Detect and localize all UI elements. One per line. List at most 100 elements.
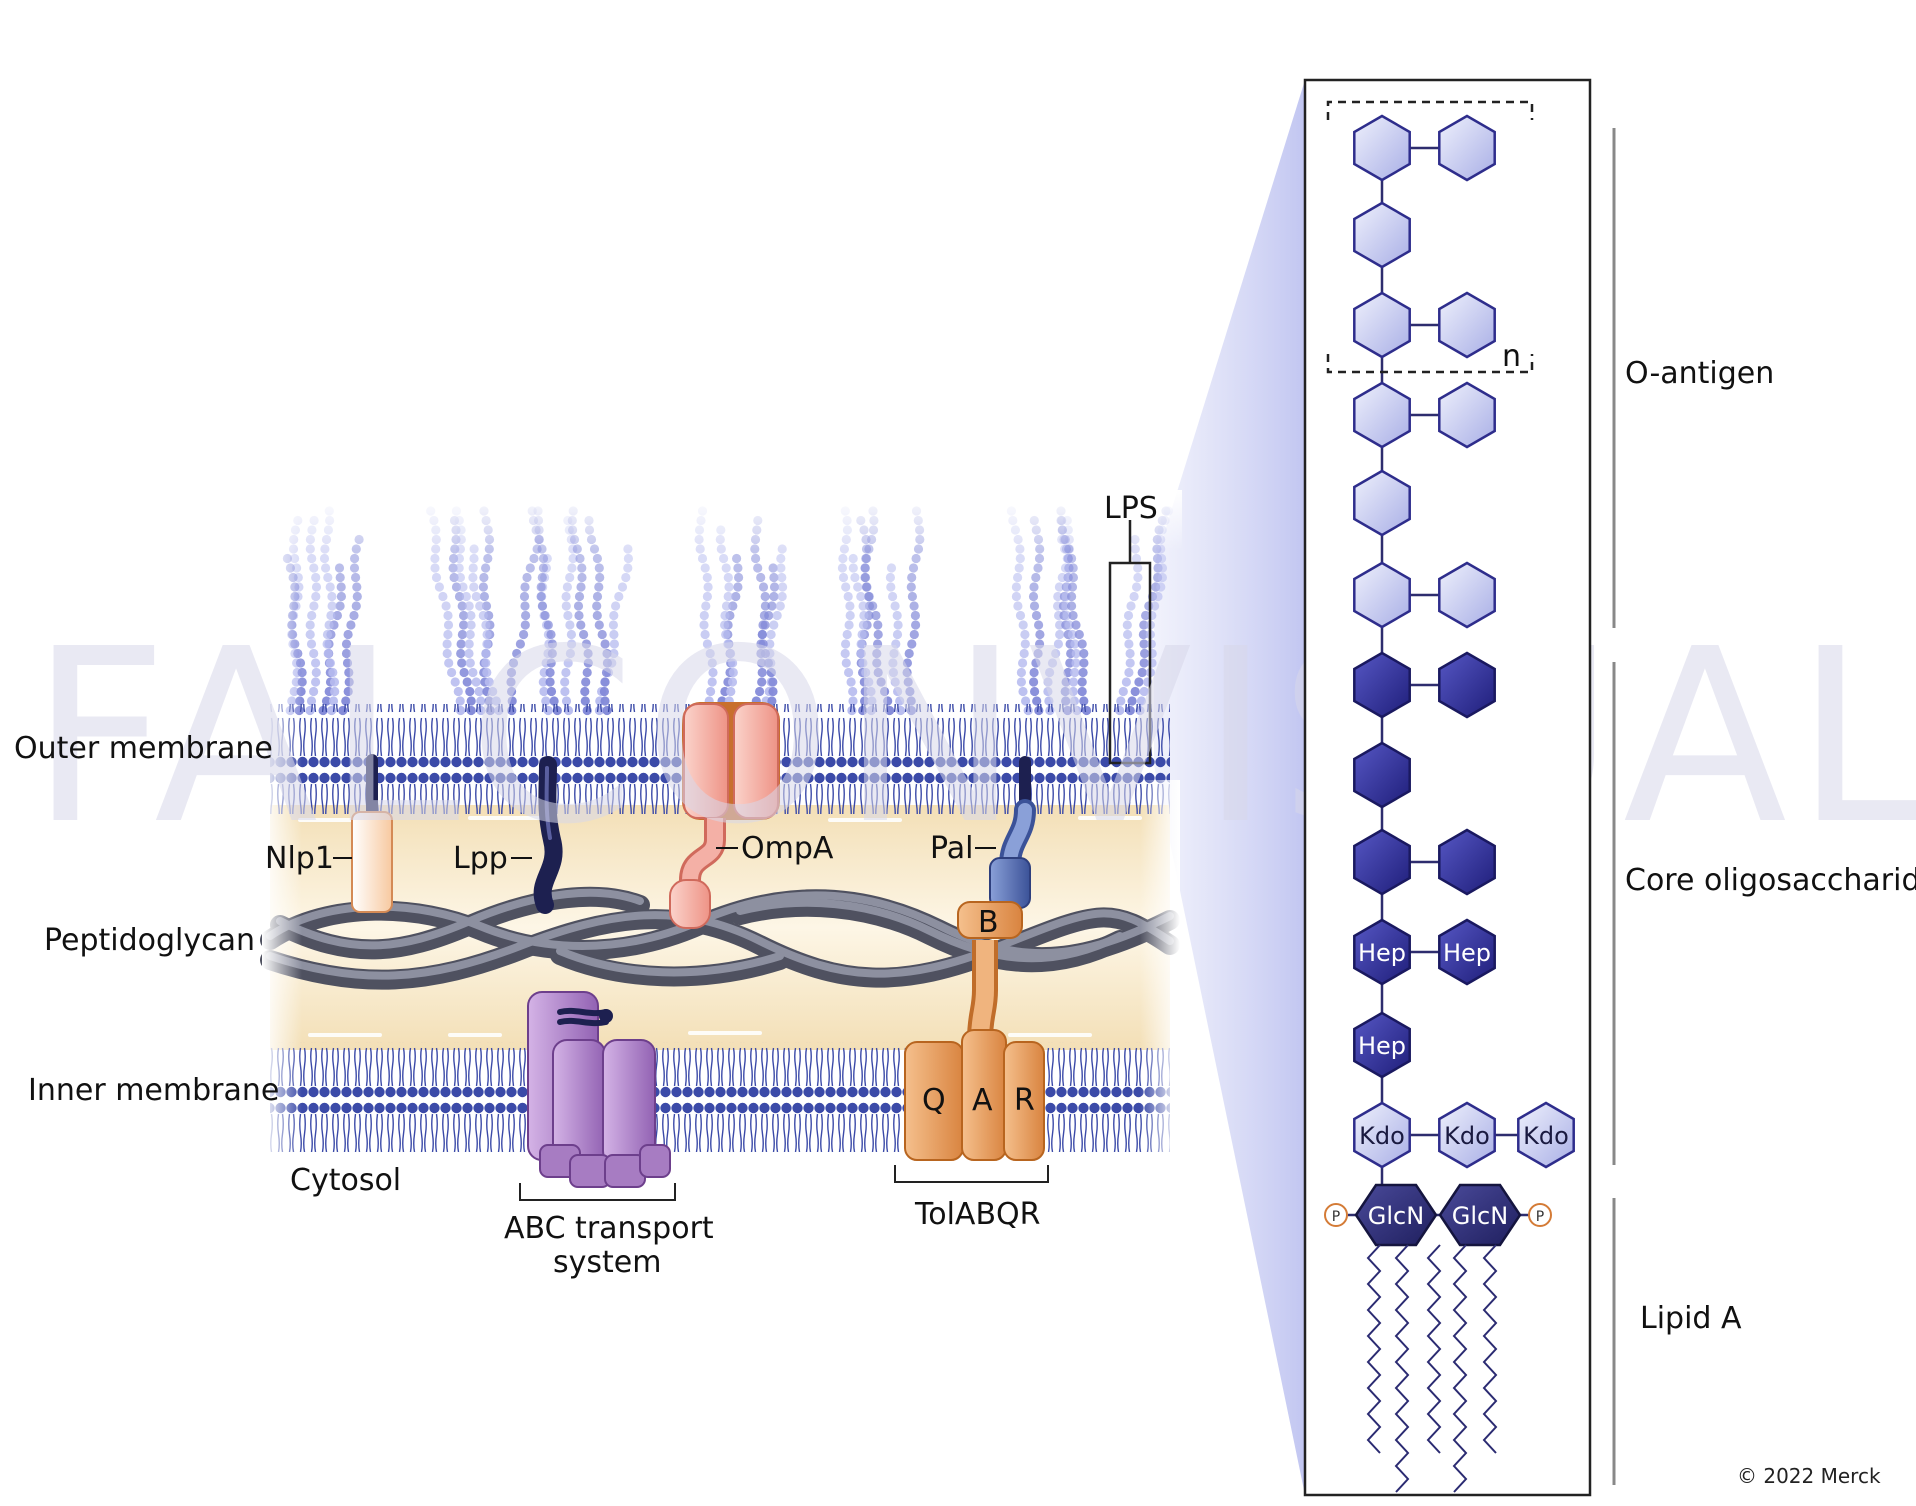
lps-sugar-bead — [1137, 667, 1147, 678]
lps-sugar-bead — [582, 667, 592, 678]
lps-sugar-bead — [895, 696, 905, 706]
lps-sugar-bead — [760, 591, 770, 602]
lps-sugar-bead — [886, 582, 896, 592]
lps-sugar-bead — [520, 601, 530, 611]
tolabqr-bracket — [894, 1165, 1049, 1183]
lps-sugar-bead — [1071, 658, 1081, 668]
lps-sugar-bead — [481, 601, 492, 611]
lps-sugar-bead — [1139, 639, 1149, 649]
hep-hexagon — [1353, 918, 1411, 986]
lps-sugar-bead — [1070, 667, 1080, 678]
lps-sugar-bead — [597, 629, 607, 640]
lps-sugar-bead — [885, 572, 896, 583]
lps-sugar-bead — [1063, 667, 1073, 678]
fatty-acid-chain — [1394, 1244, 1410, 1493]
lps-sugar-bead — [573, 601, 584, 611]
lps-sugar-bead — [909, 601, 919, 611]
lps-sugar-bead — [888, 658, 898, 668]
lps-sugar-bead — [450, 677, 460, 687]
lps-sugar-bead — [767, 696, 777, 706]
lps-sugar-bead — [1035, 629, 1045, 640]
lps-sugar-bead — [1031, 610, 1042, 621]
lps-sugar-bead — [545, 667, 555, 678]
lps-sugar-bead — [309, 648, 319, 659]
kdo-label: Kdo — [1523, 1122, 1569, 1150]
lps-sugar-bead — [454, 563, 464, 573]
lps-sugar-bead — [456, 639, 466, 649]
label-tolabqr: TolABQR — [914, 1197, 1040, 1232]
lps-sugar-bead — [466, 696, 476, 706]
lps-sugar-bead — [484, 696, 494, 706]
lps-sugar-bead — [322, 629, 333, 640]
label-outer-membrane: Outer membrane — [14, 731, 273, 766]
lps-sugar-bead — [1045, 667, 1055, 678]
lps-sugar-bead — [1015, 610, 1026, 621]
lps-sugar-bead — [311, 677, 321, 687]
lps-sugar-bead — [327, 591, 337, 602]
lps-sugar-bead — [466, 620, 476, 630]
lps-sugar-bead — [321, 563, 331, 573]
lps-detail-panel — [1303, 78, 1592, 1497]
lps-sugar-bead — [1123, 629, 1133, 640]
lps-sugar-bead — [706, 686, 716, 697]
lps-sugar-bead — [905, 686, 915, 697]
lps-sugar-bead — [1077, 639, 1087, 649]
lps-sugar-bead — [723, 639, 733, 649]
lps-sugar-bead — [1061, 696, 1071, 706]
lps-sugar-bead — [444, 658, 454, 668]
lps-sugar-bead — [538, 677, 548, 687]
lps-sugar-bead — [600, 639, 610, 649]
sugar-hexagon — [1353, 561, 1411, 629]
lps-sugar-bead — [1136, 696, 1146, 706]
lps-sugar-bead — [454, 553, 464, 564]
lps-sugar-bead — [856, 639, 866, 649]
lps-sugar-bead — [565, 572, 575, 583]
lps-sugar-bead — [539, 686, 549, 697]
lps-sugar-bead — [608, 620, 619, 630]
lps-sugar-bead — [910, 610, 921, 621]
lps-sugar-bead — [871, 610, 881, 621]
sugar-hexagon — [1353, 291, 1411, 359]
lps-sugar-bead — [508, 658, 519, 668]
lps-sugar-bead — [323, 572, 333, 583]
nlp1-protein — [351, 754, 393, 913]
lps-sugar-bead — [566, 629, 577, 640]
lps-sugar-bead — [565, 620, 575, 630]
lps-sugar-bead — [1077, 677, 1087, 687]
lps-sugar-bead — [907, 572, 917, 583]
lps-sugar-bead — [1134, 677, 1144, 687]
lps-sugar-bead — [705, 648, 715, 659]
lps-sugar-bead — [507, 696, 517, 706]
sugar-hexagon — [1353, 381, 1411, 449]
lps-sugar-bead — [577, 563, 587, 573]
label-ompa: OmpA — [741, 831, 834, 866]
lps-sugar-bead — [759, 610, 770, 621]
lps-sugar-bead — [731, 591, 741, 602]
lps-sugar-bead — [336, 591, 346, 602]
lps-sugar-bead — [708, 667, 718, 678]
label-tol-q: Q — [922, 1083, 946, 1118]
lps-sugar-bead — [1016, 677, 1026, 687]
lps-sugar-bead — [575, 553, 585, 564]
lps-sugar-bead — [581, 639, 592, 649]
lps-sugar-bead — [1068, 686, 1078, 697]
lps-sugar-bead — [768, 677, 778, 687]
lps-sugar-bead — [765, 639, 775, 649]
lps-sugar-bead — [720, 610, 730, 621]
lps-sugar-bead — [1070, 639, 1080, 649]
lps-sugar-bead — [720, 620, 730, 630]
lps-sugar-bead — [1071, 648, 1081, 659]
lps-sugar-bead — [728, 658, 738, 668]
lps-sugar-bead — [592, 591, 603, 602]
lps-sugar-bead — [311, 658, 321, 668]
lps-sugar-bead — [893, 686, 903, 697]
sugar-hexagon — [1353, 741, 1411, 809]
lps-sugar-bead — [726, 686, 736, 697]
lps-sugar-bead — [529, 553, 539, 564]
tolabqr-complex — [904, 901, 1045, 1161]
lps-sugar-bead — [459, 610, 469, 621]
lps-sugar-bead — [507, 686, 517, 697]
lps-sugar-bead — [330, 686, 340, 697]
lps-sugar-bead — [465, 658, 475, 668]
lps-sugar-bead — [700, 563, 710, 573]
